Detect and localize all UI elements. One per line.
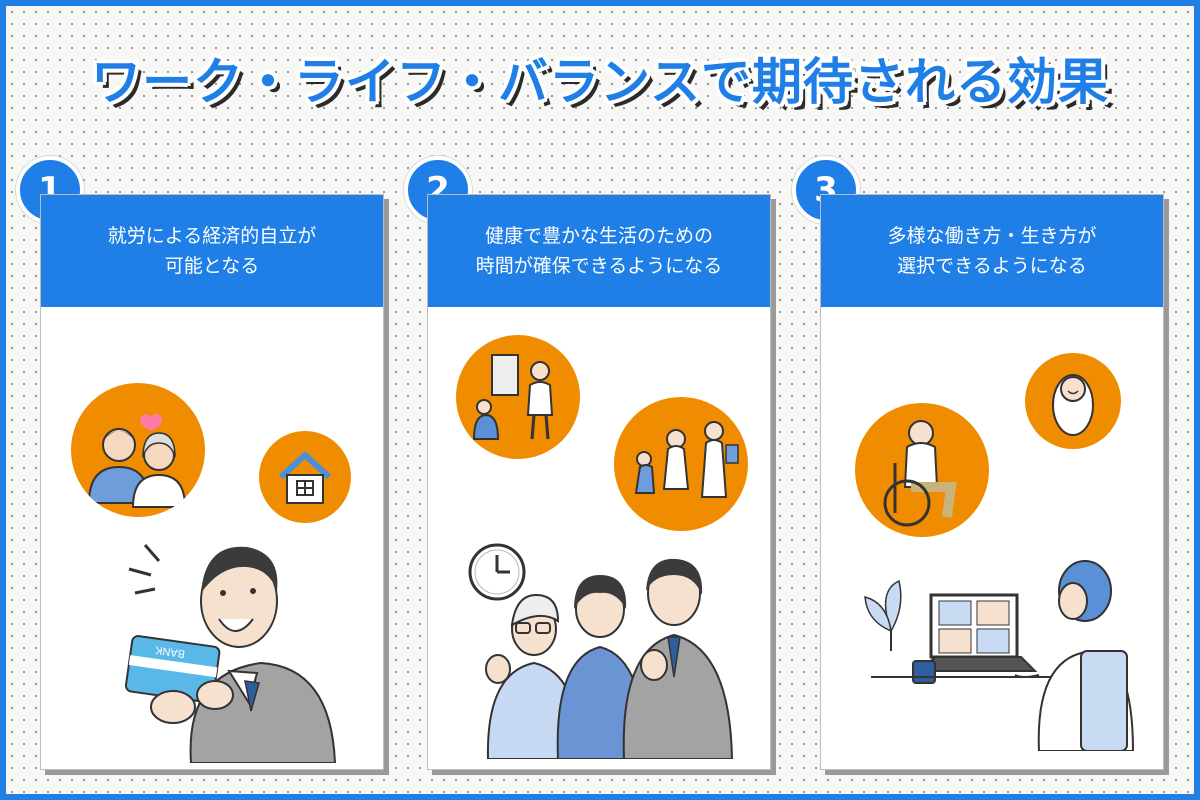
card-2: 健康で豊かな生活のための 時間が確保できるようになる [427, 194, 771, 770]
remote-work-video-call-illustration [864, 560, 1135, 751]
card-3-header: 多様な働き方・生き方が 選択できるようになる [821, 195, 1163, 307]
card-1-header: 就労による経済的自立が 可能となる [41, 195, 383, 307]
family-hiking-icon [614, 397, 748, 531]
family-cheering-icon [456, 335, 580, 459]
card-3-text-line2: 選択できるようになる [897, 255, 1087, 277]
card-1: 就労による経済的自立が 可能となる [40, 194, 384, 770]
card-1-text-line2: 可能となる [164, 255, 260, 277]
card-3: 多様な働き方・生き方が 選択できるようになる [820, 194, 1164, 770]
card-3-text-line1: 多様な働き方・生き方が [887, 225, 1097, 247]
card-2-text-line1: 健康で豊かな生活のための [484, 225, 713, 247]
bank-label: BANK [154, 643, 186, 659]
businessman-bankbook-illustration: BANK [124, 544, 337, 763]
elder-wheelchair-icon [855, 403, 989, 537]
office-workers-cheering-illustration [485, 558, 734, 759]
couple-heart-icon [71, 383, 205, 517]
card-1-text-line1: 就労による経済的自立が [107, 225, 317, 247]
card-2-header: 健康で豊かな生活のための 時間が確保できるようになる [428, 195, 770, 307]
clock-icon [468, 543, 526, 601]
house-icon [259, 431, 351, 523]
page-title: ワーク・ライフ・バランスで期待される効果 [91, 53, 1109, 111]
card-2-text-line2: 時間が確保できるようになる [475, 255, 723, 277]
baby-icon [1025, 353, 1121, 449]
